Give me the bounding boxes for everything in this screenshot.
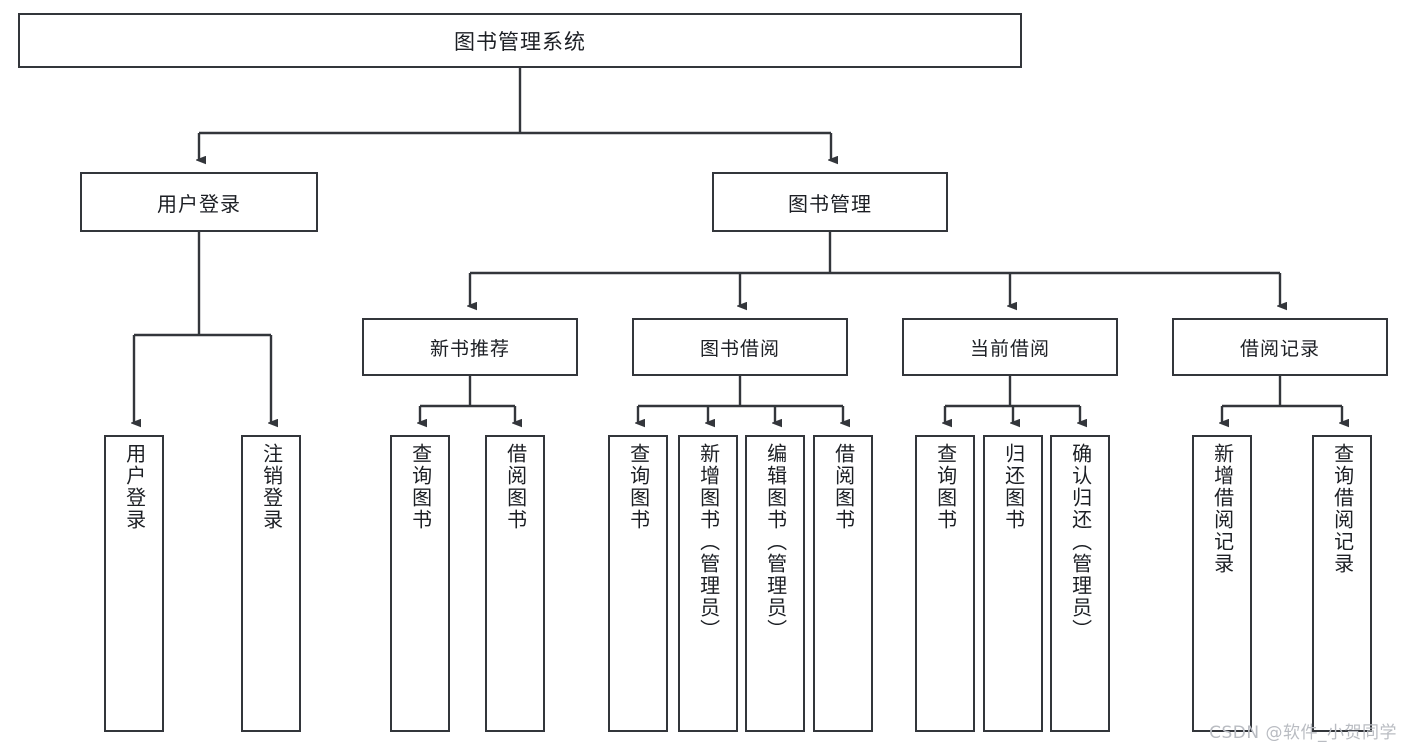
leaf-query-borrow-record-label: 查询借阅记录 [1330, 443, 1355, 575]
node-book-borrow[interactable]: 图书借阅 [632, 318, 848, 376]
leaf-borrow-book-recommend-label: 借阅图书 [503, 443, 528, 531]
leaf-return-book[interactable]: 归还图书 [983, 435, 1043, 732]
leaf-add-book-admin[interactable]: 新增图书（管理员） [678, 435, 738, 732]
node-root[interactable]: 图书管理系统 [18, 13, 1022, 68]
leaf-query-borrow-record[interactable]: 查询借阅记录 [1312, 435, 1372, 732]
node-borrow-record-label: 借阅记录 [1239, 337, 1320, 360]
node-new-book-recommend-label: 新书推荐 [429, 337, 510, 360]
leaf-confirm-return-admin-label: 确认归还（管理员） [1068, 443, 1093, 641]
node-user-login[interactable]: 用户登录 [80, 172, 318, 232]
node-book-management[interactable]: 图书管理 [712, 172, 948, 232]
leaf-query-book-recommend[interactable]: 查询图书 [390, 435, 450, 732]
node-current-borrow[interactable]: 当前借阅 [902, 318, 1118, 376]
leaf-edit-book-admin-label: 编辑图书（管理员） [763, 443, 788, 641]
leaf-confirm-return-admin[interactable]: 确认归还（管理员） [1050, 435, 1110, 732]
leaf-query-book-borrow-label: 查询图书 [626, 443, 651, 531]
leaf-add-borrow-record-label: 新增借阅记录 [1210, 443, 1235, 575]
node-current-borrow-label: 当前借阅 [969, 337, 1050, 360]
leaf-borrow-book-label: 借阅图书 [831, 443, 856, 531]
node-borrow-record[interactable]: 借阅记录 [1172, 318, 1388, 376]
node-book-management-label: 图书管理 [788, 191, 872, 216]
leaf-add-borrow-record[interactable]: 新增借阅记录 [1192, 435, 1252, 732]
node-book-borrow-label: 图书借阅 [699, 337, 780, 360]
leaf-logout[interactable]: 注销登录 [241, 435, 301, 732]
node-root-label: 图书管理系统 [454, 29, 586, 54]
node-new-book-recommend[interactable]: 新书推荐 [362, 318, 578, 376]
leaf-query-book-borrow[interactable]: 查询图书 [608, 435, 668, 732]
node-user-login-label: 用户登录 [157, 191, 241, 216]
leaf-query-book-current-label: 查询图书 [933, 443, 958, 531]
leaf-borrow-book-recommend[interactable]: 借阅图书 [485, 435, 545, 732]
leaf-borrow-book[interactable]: 借阅图书 [813, 435, 873, 732]
leaf-add-book-admin-label: 新增图书（管理员） [696, 443, 721, 641]
leaf-logout-label: 注销登录 [259, 443, 284, 531]
leaf-user-login[interactable]: 用户登录 [104, 435, 164, 732]
leaf-query-book-current[interactable]: 查询图书 [915, 435, 975, 732]
leaf-edit-book-admin[interactable]: 编辑图书（管理员） [745, 435, 805, 732]
leaf-return-book-label: 归还图书 [1001, 443, 1026, 531]
leaf-query-book-recommend-label: 查询图书 [408, 443, 433, 531]
leaf-user-login-label: 用户登录 [122, 443, 147, 531]
